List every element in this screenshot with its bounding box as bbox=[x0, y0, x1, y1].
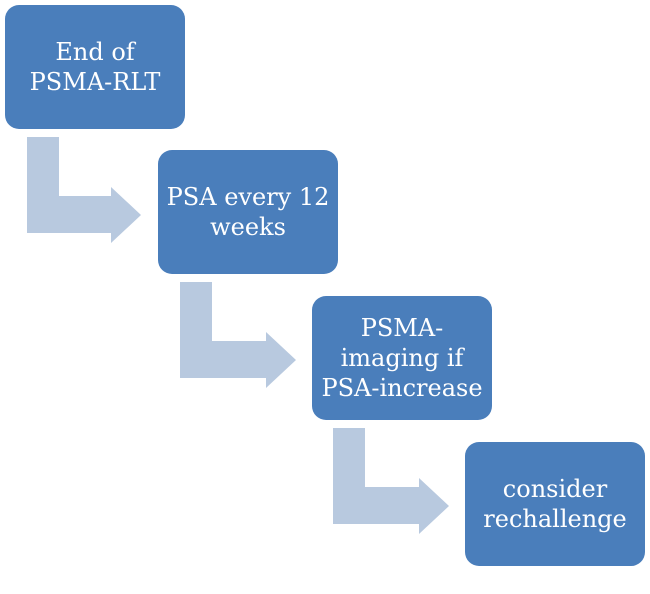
step-box-psa-every-12-weeks: PSA every 12 weeks bbox=[158, 150, 338, 274]
step-text-line: End of bbox=[55, 38, 135, 66]
step-box-consider-rechallenge: consider rechallenge bbox=[465, 442, 645, 566]
step-text-line: PSA every 12 bbox=[166, 183, 330, 211]
step-text-line: rechallenge bbox=[483, 505, 627, 533]
step-text-line: weeks bbox=[210, 213, 286, 241]
step-text-line: PSMA- bbox=[360, 314, 444, 342]
bent-arrow-2-to-3 bbox=[180, 282, 296, 388]
bent-arrow-3-to-4 bbox=[333, 428, 449, 534]
step-text-line: PSMA-RLT bbox=[29, 68, 161, 96]
step-box-psma-imaging: PSMA- imaging if PSA-increase bbox=[312, 296, 492, 420]
bent-arrow-1-to-2 bbox=[27, 137, 141, 243]
step-box-end-of-psma-rlt: End of PSMA-RLT bbox=[5, 5, 185, 129]
step-text-line: imaging if bbox=[340, 344, 464, 372]
step-text-line: consider bbox=[502, 475, 608, 503]
step-text-line: PSA-increase bbox=[321, 374, 483, 402]
